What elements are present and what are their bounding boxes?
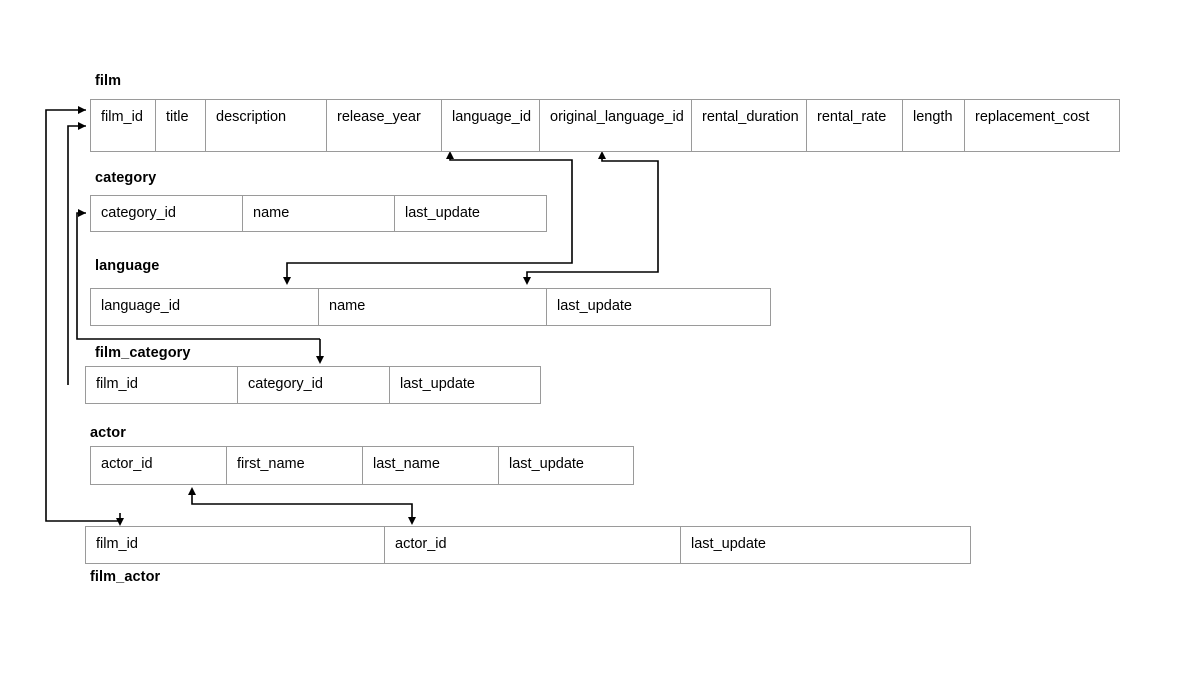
column-film-description[interactable]: description [206,100,327,152]
arrowhead-film-original-language-to-language-up [598,151,606,159]
column-film-release_year[interactable]: release_year [327,100,442,152]
relationship-film-actor-to-actor [191,492,413,521]
column-film-length[interactable]: length [903,100,965,152]
arrowhead-film-language-to-language-down [283,277,291,285]
column-film-original_language_id[interactable]: original_language_id [540,100,692,152]
column-film-rental_duration[interactable]: rental_duration [692,100,807,152]
column-actor-last_name[interactable]: last_name [363,447,499,485]
column-film-rental_rate[interactable]: rental_rate [807,100,903,152]
arrowhead-film-original-language-to-language-down [523,277,531,285]
arrowhead-film-category-to-film [78,122,86,130]
entity-title-film: film [95,73,122,89]
entity-title-film_category: film_category [95,345,191,361]
arrowhead-film-category-category-down [316,356,324,364]
column-film_category-category_id[interactable]: category_id [238,367,390,404]
column-language-name[interactable]: name [319,289,547,326]
column-film-language_id[interactable]: language_id [442,100,540,152]
column-actor-last_update[interactable]: last_update [499,447,634,485]
column-film_category-last_update[interactable]: last_update [390,367,541,404]
column-film_actor-film_id[interactable]: film_id [86,527,385,564]
column-category-category_id[interactable]: category_id [91,196,243,232]
entity-title-category: category [95,170,157,186]
column-category-name[interactable]: name [243,196,395,232]
column-actor-first_name[interactable]: first_name [227,447,363,485]
entity-title-language: language [95,258,160,274]
arrowhead-film-actor-to-actor-down [408,517,416,525]
arrowhead-film-actor-to-actor-up [188,487,196,495]
arrowhead-film-actor-film-id-down [116,518,124,526]
arrowhead-film-category-to-category [78,209,86,217]
column-film_category-film_id[interactable]: film_id [86,367,238,404]
column-film-replacement_cost[interactable]: replacement_cost [965,100,1120,152]
arrowhead-film-actor-to-film [78,106,86,114]
entity-title-film_actor: film_actor [90,569,161,585]
relationship-film-category-to-film [67,125,86,385]
column-film_actor-actor_id[interactable]: actor_id [385,527,681,564]
column-language-last_update[interactable]: last_update [547,289,771,326]
column-actor-actor_id[interactable]: actor_id [91,447,227,485]
entity-title-actor: actor [90,425,126,441]
column-category-last_update[interactable]: last_update [395,196,547,232]
column-film_actor-last_update[interactable]: last_update [681,527,971,564]
column-language-language_id[interactable]: language_id [91,289,319,326]
arrowhead-film-language-to-language-up [446,151,454,159]
column-film-title[interactable]: title [156,100,206,152]
column-film-film_id[interactable]: film_id [91,100,156,152]
